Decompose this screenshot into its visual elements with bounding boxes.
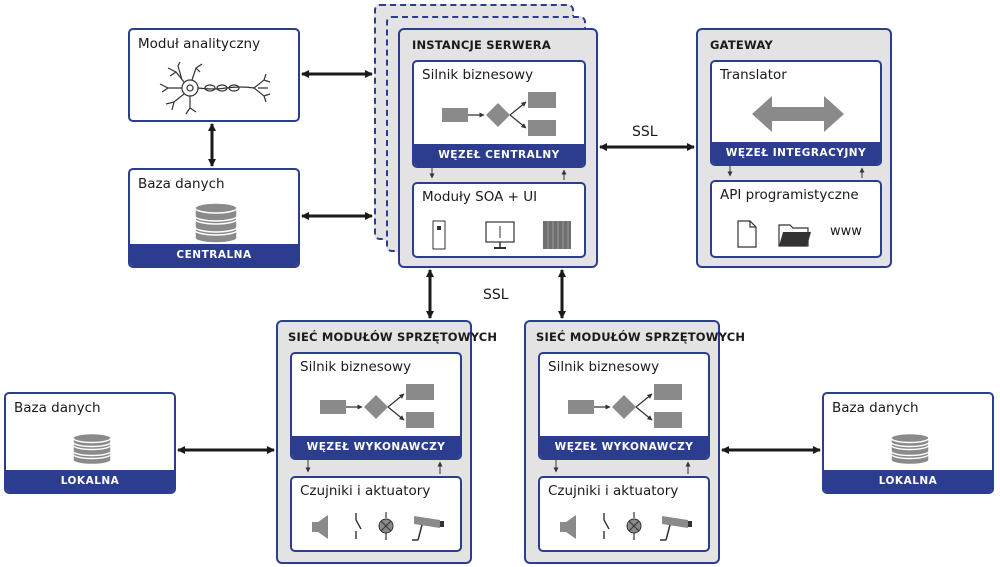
translator-title: Translator [720, 67, 787, 83]
central-database: Baza danych CENTRALNA [128, 168, 300, 268]
local-database-right-title: Baza danych [832, 400, 919, 416]
local-database-right: Baza danych LOKALNA [822, 392, 994, 494]
analytics-module: Moduł analityczny [128, 28, 300, 122]
server-rack-icon [543, 221, 571, 249]
small-arrows-icon [305, 460, 443, 474]
api-title: API programistyczne [720, 187, 859, 203]
server-instances: INSTANCJE SERWERA Silnik biznesowy WĘZEŁ… [398, 28, 598, 268]
local-database-left-band: LOKALNA [6, 470, 174, 492]
central-engine-title: Silnik biznesowy [422, 67, 534, 83]
analytics-module-title: Moduł analityczny [138, 36, 261, 52]
database-icon [194, 202, 238, 244]
hardware-network-left: SIEĆ MODUŁÓW SPRZĘTOWYCH Silnik biznesow… [276, 320, 497, 564]
ssl-label-gateway: SSL [632, 124, 658, 140]
api: API programistyczne www [710, 180, 882, 258]
executive-node-band-left: WĘZEŁ WYKONAWCZY [292, 436, 460, 458]
document-icon [737, 220, 757, 248]
database-icon [890, 432, 930, 466]
small-arrows-icon [553, 460, 691, 474]
double-arrow-icon [752, 96, 844, 132]
business-flow-icon [568, 384, 682, 428]
hardware-network-right-title: SIEĆ MODUŁÓW SPRZĘTOWYCH [536, 330, 746, 344]
monitor-icon [485, 221, 515, 249]
gateway-title: GATEWAY [710, 38, 773, 52]
central-node-band: WĘZEŁ CENTRALNY [414, 144, 584, 166]
executive-node-band-right: WĘZEŁ WYKONAWCZY [540, 436, 708, 458]
business-flow-icon [320, 384, 434, 428]
camera-icon [412, 516, 444, 541]
lamp-icon [626, 512, 642, 540]
small-arrows-icon [429, 168, 567, 180]
server-instances-title: INSTANCJE SERWERA [412, 38, 551, 52]
gateway: GATEWAY Translator WĘZEŁ INTEGRACYJNY AP… [696, 28, 892, 268]
hardware-network-right: SIEĆ MODUŁÓW SPRZĘTOWYCH Silnik biznesow… [524, 320, 745, 564]
central-database-title: Baza danych [138, 176, 225, 192]
hardware-network-left-title: SIEĆ MODUŁÓW SPRZĘTOWYCH [288, 330, 498, 344]
small-arrows-icon [727, 166, 865, 178]
local-database-right-band: LOKALNA [824, 470, 992, 492]
ssl-label-hardware: SSL [483, 287, 509, 303]
speaker-icon [560, 515, 576, 539]
sensors-actuators-right: Czujniki i aktuatory [538, 476, 710, 552]
soa-ui-modules: Moduły SOA + UI [412, 182, 586, 258]
local-database-left: Baza danych LOKALNA [4, 392, 176, 494]
soa-modules-title: Moduły SOA + UI [422, 189, 538, 205]
hw-left-engine-title: Silnik biznesowy [300, 359, 412, 375]
tower-pc-icon [432, 220, 446, 250]
central-business-engine: Silnik biznesowy WĘZEŁ CENTRALNY [412, 60, 586, 168]
speaker-icon [312, 515, 328, 539]
integration-node-band: WĘZEŁ INTEGRACYJNY [712, 142, 880, 164]
central-database-band: CENTRALNA [130, 244, 298, 266]
www-label: www [830, 224, 862, 239]
folder-icon [778, 224, 811, 247]
business-flow-icon [442, 92, 556, 136]
executive-business-engine-right: Silnik biznesowy WĘZEŁ WYKONAWCZY [538, 352, 710, 460]
lamp-icon [378, 512, 394, 540]
local-database-left-title: Baza danych [14, 400, 101, 416]
camera-icon [660, 516, 692, 541]
sensors-left-title: Czujniki i aktuatory [300, 483, 431, 499]
switch-icon [355, 513, 362, 539]
neuron-icon [159, 61, 271, 115]
database-icon [72, 432, 112, 466]
sensors-actuators-left: Czujniki i aktuatory [290, 476, 462, 552]
switch-icon [603, 513, 610, 539]
hw-right-engine-title: Silnik biznesowy [548, 359, 660, 375]
executive-business-engine-left: Silnik biznesowy WĘZEŁ WYKONAWCZY [290, 352, 462, 460]
sensors-right-title: Czujniki i aktuatory [548, 483, 679, 499]
translator: Translator WĘZEŁ INTEGRACYJNY [710, 60, 882, 166]
